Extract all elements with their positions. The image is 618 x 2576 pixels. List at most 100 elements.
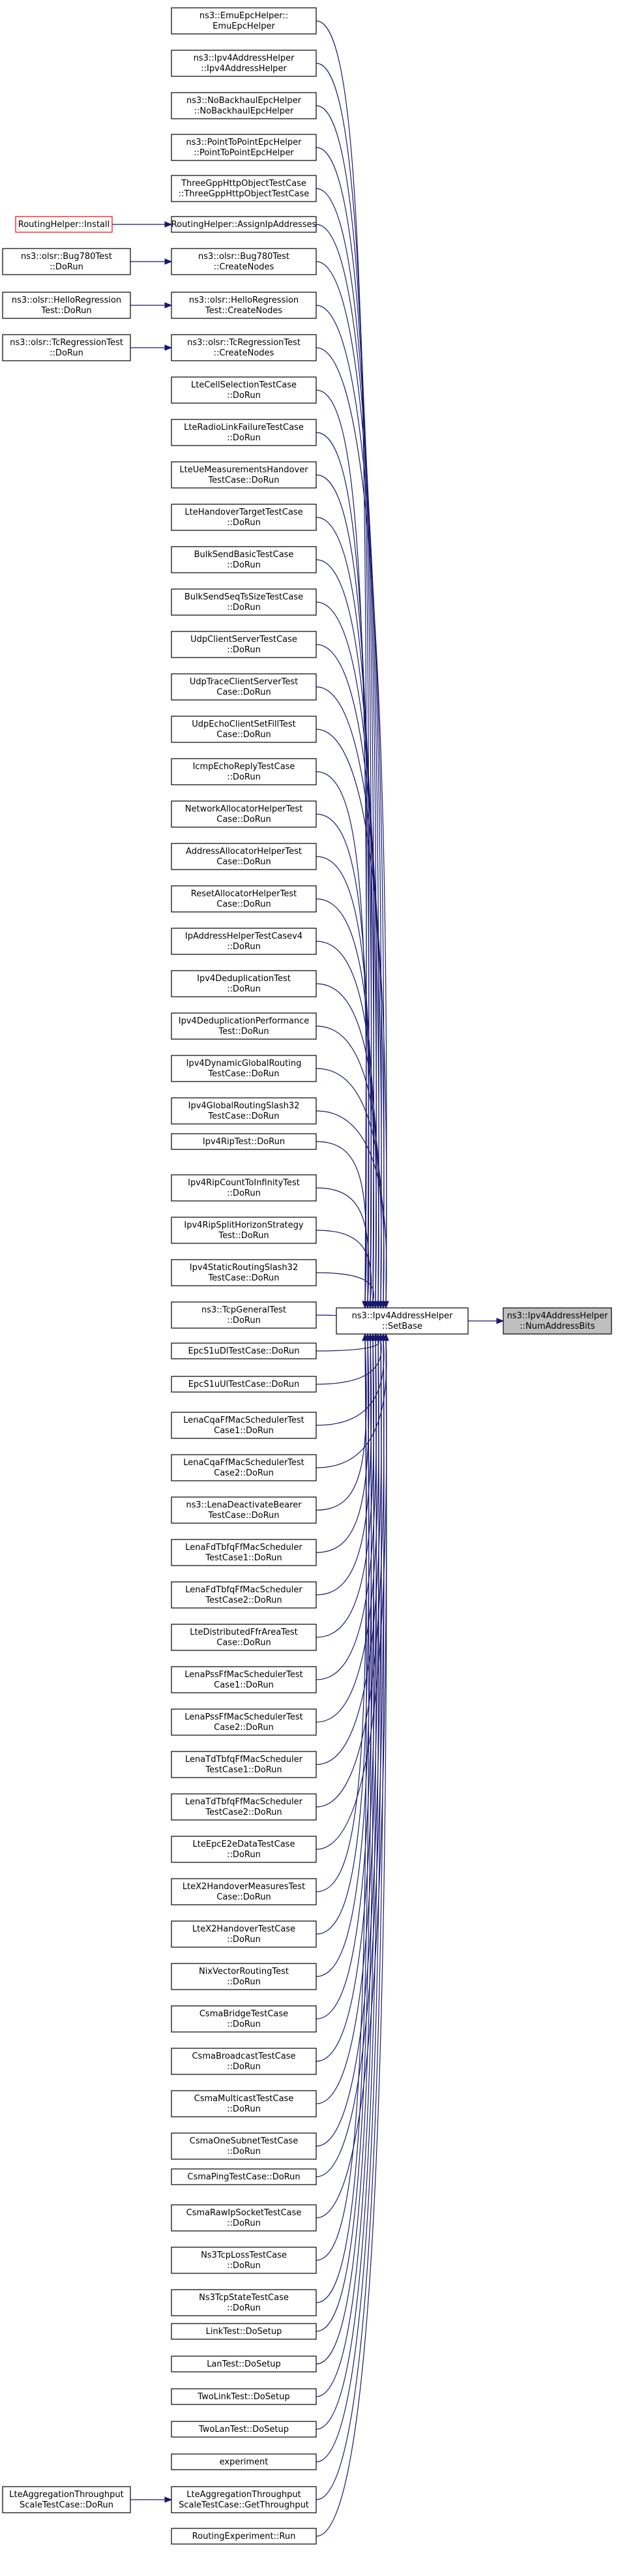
second-level-node[interactable]: LteAggregationThroughputScaleTestCase::D… [2, 2486, 131, 2513]
caller-node[interactable]: ns3::olsr::Bug780Test::CreateNodes [171, 248, 317, 275]
caller-node[interactable]: TwoLinkTest::DoSetup [171, 2388, 317, 2405]
caller-node-box [171, 175, 317, 202]
caller-node[interactable]: Ipv4DeduplicationTest::DoRun [171, 970, 317, 997]
caller-node[interactable]: experiment [171, 2453, 317, 2470]
caller-node-label: TestCase2::DoRun [205, 1808, 282, 1817]
caller-node-label: LteEpcE2eDataTestCase [193, 1840, 295, 1849]
edge-caller-setbase [316, 1340, 370, 2303]
caller-node[interactable]: CsmaBroadcastTestCase::DoRun [171, 2048, 317, 2075]
caller-node[interactable]: CsmaOneSubnetTestCase::DoRun [171, 2132, 317, 2160]
caller-node[interactable]: ns3::olsr::HelloRegressionTest::CreateNo… [171, 292, 317, 319]
caller-node[interactable]: EpcS1uDlTestCase::DoRun [171, 1342, 317, 1359]
setbase-node[interactable]: ns3::Ipv4AddressHelper::SetBase [336, 1307, 469, 1335]
caller-node-box [171, 334, 317, 361]
caller-node[interactable]: TwoLanTest::DoSetup [171, 2421, 317, 2438]
caller-node-label: TwoLanTest::DoSetup [198, 2425, 289, 2434]
caller-node-label: ::CreateNodes [214, 262, 274, 272]
second-level-node-label: ns3::olsr::Bug780Test [21, 252, 112, 262]
caller-node-label: LteHandoverTargetTestCase [184, 508, 302, 517]
caller-node[interactable]: ns3::Ipv4AddressHelper::Ipv4AddressHelpe… [171, 50, 317, 77]
caller-node[interactable]: CsmaPingTestCase::DoRun [171, 2168, 317, 2185]
caller-node[interactable]: LteX2HandoverTestCase::DoRun [171, 1920, 317, 1948]
caller-node[interactable]: ns3::NoBackhaulEpcHelper::NoBackhaulEpcH… [171, 92, 317, 119]
caller-node-box [171, 1666, 317, 1693]
caller-node[interactable]: LteHandoverTargetTestCase::DoRun [171, 504, 317, 531]
caller-node[interactable]: CsmaBridgeTestCase::DoRun [171, 2005, 317, 2033]
caller-node[interactable]: NixVectorRoutingTest::DoRun [171, 1963, 317, 1990]
caller-node-label: LenaPssFfMacSchedulerTest [184, 1712, 302, 1722]
edge-caller-setbase [316, 1340, 387, 2537]
caller-node[interactable]: CsmaRawIpSocketTestCase::DoRun [171, 2204, 317, 2232]
caller-node[interactable]: ns3::TcpGeneralTest::DoRun [171, 1301, 317, 1329]
caller-node-label: experiment [220, 2457, 269, 2467]
second-level-node[interactable]: ns3::olsr::Bug780Test::DoRun [2, 248, 131, 275]
caller-node[interactable]: LanTest::DoSetup [171, 2356, 317, 2372]
caller-node-label: Ipv4RipSplitHorizonStrategy [184, 1220, 303, 1230]
caller-node[interactable]: LteRadioLinkFailureTestCase::DoRun [171, 419, 317, 446]
arrow-second-caller [164, 2496, 173, 2503]
caller-node-box [171, 1496, 317, 1524]
caller-node[interactable]: Ipv4RipCountToInfinityTest::DoRun [171, 1174, 317, 1202]
caller-node[interactable]: Ipv4RipTest::DoRun [171, 1133, 317, 1150]
caller-node-box [171, 2048, 317, 2075]
caller-node[interactable]: UdpClientServerTestCase::DoRun [171, 631, 317, 658]
second-level-node-label: RoutingHelper::Install [18, 220, 110, 230]
caller-node[interactable]: Ns3TcpLossTestCase::DoRun [171, 2247, 317, 2274]
caller-node[interactable]: IcmpEchoReplyTestCase::DoRun [171, 758, 317, 785]
caller-node[interactable]: RoutingExperiment::Run [171, 2528, 317, 2545]
caller-node[interactable]: EpcS1uUlTestCase::DoRun [171, 1376, 317, 1393]
caller-node[interactable]: ThreeGppHttpObjectTestCase::ThreeGppHttp… [171, 175, 317, 202]
caller-node[interactable]: LinkTest::DoSetup [171, 2323, 317, 2340]
caller-node[interactable]: LteAggregationThroughputScaleTestCase::G… [171, 2486, 317, 2513]
caller-node-box [171, 92, 317, 119]
second-level-node[interactable]: ns3::olsr::TcRegressionTest::DoRun [2, 334, 131, 361]
caller-node[interactable]: BulkSendBasicTestCase::DoRun [171, 546, 317, 573]
second-level-node[interactable]: RoutingHelper::Install [15, 216, 113, 233]
caller-node[interactable]: LteCellSelectionTestCase::DoRun [171, 376, 317, 404]
caller-node-box [171, 716, 317, 743]
caller-node[interactable]: Ns3TcpStateTestCase::DoRun [171, 2289, 317, 2316]
caller-node[interactable]: ns3::olsr::TcRegressionTest::CreateNodes [171, 334, 317, 361]
caller-node-box [171, 2132, 317, 2160]
caller-node-label: ::DoRun [227, 942, 261, 952]
caller-node-label: Ipv4DynamicGlobalRouting [186, 1059, 302, 1068]
caller-node[interactable]: CsmaMulticastTestCase::DoRun [171, 2090, 317, 2117]
caller-node[interactable]: RoutingHelper::AssignIpAddresses [171, 216, 317, 233]
target-node[interactable]: ns3::Ipv4AddressHelper::NumAddressBits [503, 1307, 612, 1335]
caller-node-label: ns3::Ipv4AddressHelper [194, 53, 295, 63]
caller-node[interactable]: ns3::PointToPointEpcHelper::PointToPoint… [171, 134, 317, 161]
caller-node-label: Test::DoRun [218, 1231, 269, 1241]
caller-node[interactable]: IpAddressHelperTestCasev4::DoRun [171, 928, 317, 955]
caller-node-box [171, 2356, 317, 2372]
caller-node[interactable]: ns3::EmuEpcHelper::EmuEpcHelper [171, 7, 317, 35]
caller-node[interactable]: BulkSendSeqTsSizeTestCase::DoRun [171, 588, 317, 616]
caller-node-box [171, 2090, 317, 2117]
second-level-node-box [2, 292, 131, 319]
caller-node[interactable]: LteEpcE2eDataTestCase::DoRun [171, 1836, 317, 1863]
caller-node-label: LinkTest::DoSetup [206, 2327, 282, 2337]
